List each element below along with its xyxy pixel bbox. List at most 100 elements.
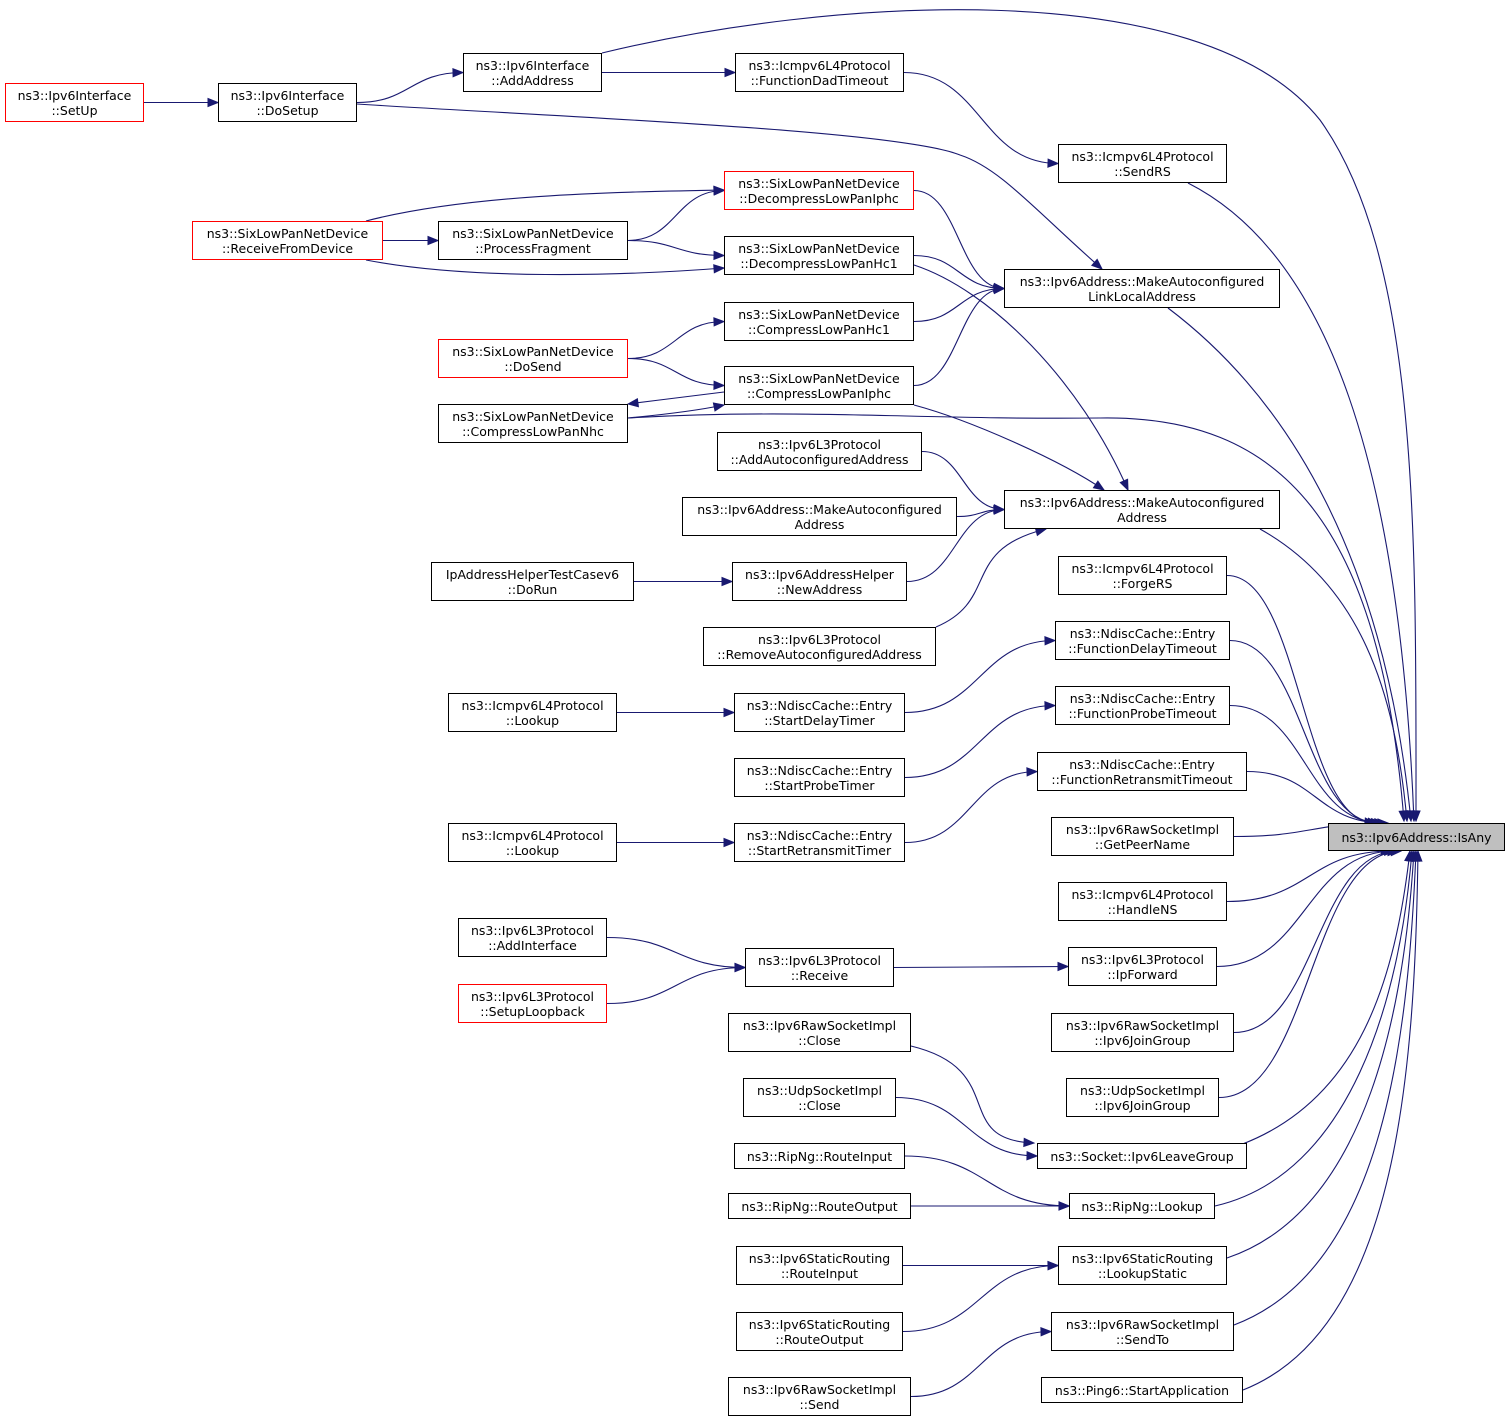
edge-arrowhead (723, 837, 736, 848)
node-static-lookup[interactable]: ns3::Ipv6StaticRouting::LookupStatic (1058, 1246, 1227, 1285)
node-sixlow-compnhc[interactable]: ns3::SixLowPanNetDevice::CompressLowPanN… (438, 404, 628, 443)
edge-arrowhead (1119, 478, 1129, 492)
node-sixlow-procfrag[interactable]: ns3::SixLowPanNetDevice::ProcessFragment (438, 221, 628, 260)
node-sixlow-recv[interactable]: ns3::SixLowPanNetDevice::ReceiveFromDevi… (192, 221, 383, 260)
node-label-line: ns3::NdiscCache::Entry (746, 697, 893, 713)
node-icmp-sendrs[interactable]: ns3::Icmpv6L4Protocol::SendRS (1058, 144, 1227, 183)
edge-arrowhead (1047, 158, 1060, 168)
node-udp-join[interactable]: ns3::UdpSocketImpl::Ipv6JoinGroup (1066, 1078, 1219, 1117)
edge-nd-startdelay-to-nd-delayto (904, 639, 1056, 714)
node-label-line: ::ForgeRS (1112, 575, 1173, 591)
node-label-line: ::DoSend (504, 358, 562, 374)
node-nd-probeto[interactable]: ns3::NdiscCache::Entry::FunctionProbeTim… (1055, 686, 1230, 725)
edge-raw-close-to-sock-leave (910, 1045, 1035, 1144)
node-sixlow-dechc1[interactable]: ns3::SixLowPanNetDevice::DecompressLowPa… (724, 236, 914, 275)
node-raw-getpeer[interactable]: ns3::Ipv6RawSocketImpl::GetPeerName (1051, 817, 1234, 856)
node-l3-addif[interactable]: ns3::Ipv6L3Protocol::AddInterface (458, 918, 607, 957)
node-udp-close[interactable]: ns3::UdpSocketImpl::Close (743, 1078, 896, 1117)
node-label-line: ::LookupStatic (1098, 1265, 1187, 1281)
node-label-line: Address (794, 516, 845, 532)
edge-arrowhead (1044, 636, 1057, 646)
node-label-line: ns3::Socket::Ipv6LeaveGroup (1050, 1148, 1234, 1164)
node-label-line: LinkLocalAddress (1088, 288, 1196, 304)
edge-raw-send-to-raw-sendto (910, 1330, 1052, 1398)
node-l3-ipforward[interactable]: ns3::Ipv6L3Protocol::IpForward (1068, 947, 1217, 986)
node-isany: ns3::Ipv6Address::IsAny (1328, 823, 1505, 851)
node-label-line: ns3::SixLowPanNetDevice (452, 408, 614, 424)
node-nd-startdelay[interactable]: ns3::NdiscCache::Entry::StartDelayTimer (734, 693, 905, 732)
node-raw-join[interactable]: ns3::Ipv6RawSocketImpl::Ipv6JoinGroup (1051, 1013, 1234, 1052)
node-label-line: ns3::Icmpv6L4Protocol (461, 827, 604, 843)
node-sixlow-deciphc[interactable]: ns3::SixLowPanNetDevice::DecompressLowPa… (724, 171, 914, 210)
node-ping6-start[interactable]: ns3::Ping6::StartApplication (1041, 1377, 1243, 1403)
node-label-line: ns3::SixLowPanNetDevice (738, 306, 900, 322)
edge-arrowhead (993, 284, 1006, 295)
node-sock-leave[interactable]: ns3::Socket::Ipv6LeaveGroup (1037, 1143, 1247, 1169)
node-label-line: ::DoRun (507, 581, 558, 597)
node-iphelper-new[interactable]: ns3::Ipv6AddressHelper::NewAddress (732, 562, 907, 601)
node-label-line: ::Send (799, 1396, 840, 1412)
node-label-line: ::AddAddress (491, 72, 574, 88)
node-l3-addauto[interactable]: ns3::Ipv6L3Protocol::AddAutoconfiguredAd… (717, 432, 922, 471)
node-raw-close[interactable]: ns3::Ipv6RawSocketImpl::Close (728, 1013, 911, 1052)
node-sixlow-compiphc[interactable]: ns3::SixLowPanNetDevice::CompressLowPanI… (724, 366, 914, 405)
node-nd-retransto[interactable]: ns3::NdiscCache::Entry::FunctionRetransm… (1037, 752, 1247, 791)
node-label-line: ::ReceiveFromDevice (221, 240, 354, 256)
edge-arrowhead (723, 707, 736, 718)
node-sixlow-dosend[interactable]: ns3::SixLowPanNetDevice::DoSend (438, 339, 628, 378)
edge-arrowhead (713, 380, 726, 390)
node-l3-setuploop[interactable]: ns3::Ipv6L3Protocol::SetupLoopback (458, 984, 607, 1023)
node-nd-startprobe[interactable]: ns3::NdiscCache::Entry::StartProbeTimer (734, 758, 905, 797)
node-label-line: ::StartRetransmitTimer (747, 842, 892, 858)
node-rip-lookup[interactable]: ns3::RipNg::Lookup (1069, 1193, 1215, 1219)
node-ipv6if-setup[interactable]: ns3::Ipv6Interface::SetUp (5, 83, 144, 122)
edge-ipv6if-addaddr-to-isany (601, 9, 1417, 822)
edge-ipv6if-dosetup-to-mk-linklocal (356, 103, 1103, 270)
node-label-line: ns3::SixLowPanNetDevice (206, 225, 369, 241)
node-icmp-dad[interactable]: ns3::Icmpv6L4Protocol::FunctionDadTimeou… (735, 53, 904, 92)
node-l3-receive[interactable]: ns3::Ipv6L3Protocol::Receive (745, 948, 894, 987)
node-ipv6if-addaddr[interactable]: ns3::Ipv6Interface::AddAddress (463, 53, 602, 92)
node-label-line: ::CompressLowPanIphc (746, 385, 892, 401)
node-icmp-handlens[interactable]: ns3::Icmpv6L4Protocol::HandleNS (1058, 882, 1227, 921)
node-label-line: ns3::UdpSocketImpl (1080, 1082, 1205, 1098)
node-iphelper-test[interactable]: IpAddressHelperTestCasev6::DoRun (431, 562, 634, 601)
node-icmp-forgers[interactable]: ns3::Icmpv6L4Protocol::ForgeRS (1058, 556, 1227, 595)
edge-arrowhead (713, 186, 726, 196)
node-label-line: ns3::Ipv6RawSocketImpl (1065, 1316, 1220, 1332)
node-icmp-lookup2[interactable]: ns3::Icmpv6L4Protocol::Lookup (448, 823, 617, 862)
node-label-line: ::Lookup (505, 842, 560, 858)
node-static-routein[interactable]: ns3::Ipv6StaticRouting::RouteInput (736, 1246, 903, 1285)
node-static-routeout[interactable]: ns3::Ipv6StaticRouting::RouteOutput (736, 1312, 903, 1351)
edge-nd-startprobe-to-nd-probeto (904, 704, 1056, 779)
node-nd-startretrans[interactable]: ns3::NdiscCache::Entry::StartRetransmitT… (734, 823, 905, 862)
edge-arrowhead (712, 402, 726, 412)
edge-rip-routein-to-rip-lookup (904, 1155, 1070, 1207)
node-sixlow-comphc1[interactable]: ns3::SixLowPanNetDevice::CompressLowPanH… (724, 302, 914, 341)
node-rip-routein[interactable]: ns3::RipNg::RouteInput (734, 1143, 905, 1169)
edge-udp-join-to-isany (1218, 850, 1402, 1099)
node-label-line: ::AddAutoconfiguredAddress (730, 451, 909, 467)
node-l3-removeauto[interactable]: ns3::Ipv6L3Protocol::RemoveAutoconfigure… (703, 627, 936, 666)
node-label-line: ::RemoveAutoconfiguredAddress (717, 646, 922, 662)
node-icmp-lookup1[interactable]: ns3::Icmpv6L4Protocol::Lookup (448, 693, 617, 732)
node-nd-delayto[interactable]: ns3::NdiscCache::Entry::FunctionDelayTim… (1055, 621, 1230, 660)
edge-udp-close-to-sock-leave (895, 1096, 1038, 1157)
node-label-line: ::IpForward (1107, 966, 1178, 982)
node-ipv6if-dosetup[interactable]: ns3::Ipv6Interface::DoSetup (218, 83, 357, 122)
node-rip-routeout[interactable]: ns3::RipNg::RouteOutput (728, 1193, 911, 1219)
node-label-line: ns3::Ipv6Interface (475, 57, 590, 73)
node-label-line: ns3::UdpSocketImpl (757, 1082, 882, 1098)
node-label-line: ::Close (798, 1032, 841, 1048)
node-label-line: ns3::Ipv6RawSocketImpl (1065, 821, 1220, 837)
node-raw-send[interactable]: ns3::Ipv6RawSocketImpl::Send (728, 1377, 911, 1416)
node-label-line: ::HandleNS (1107, 901, 1178, 917)
edge-l3-removeauto-to-mk-address (935, 528, 1047, 628)
node-raw-sendto[interactable]: ns3::Ipv6RawSocketImpl::SendTo (1051, 1312, 1234, 1351)
node-label-line: ::ProcessFragment (475, 240, 591, 256)
